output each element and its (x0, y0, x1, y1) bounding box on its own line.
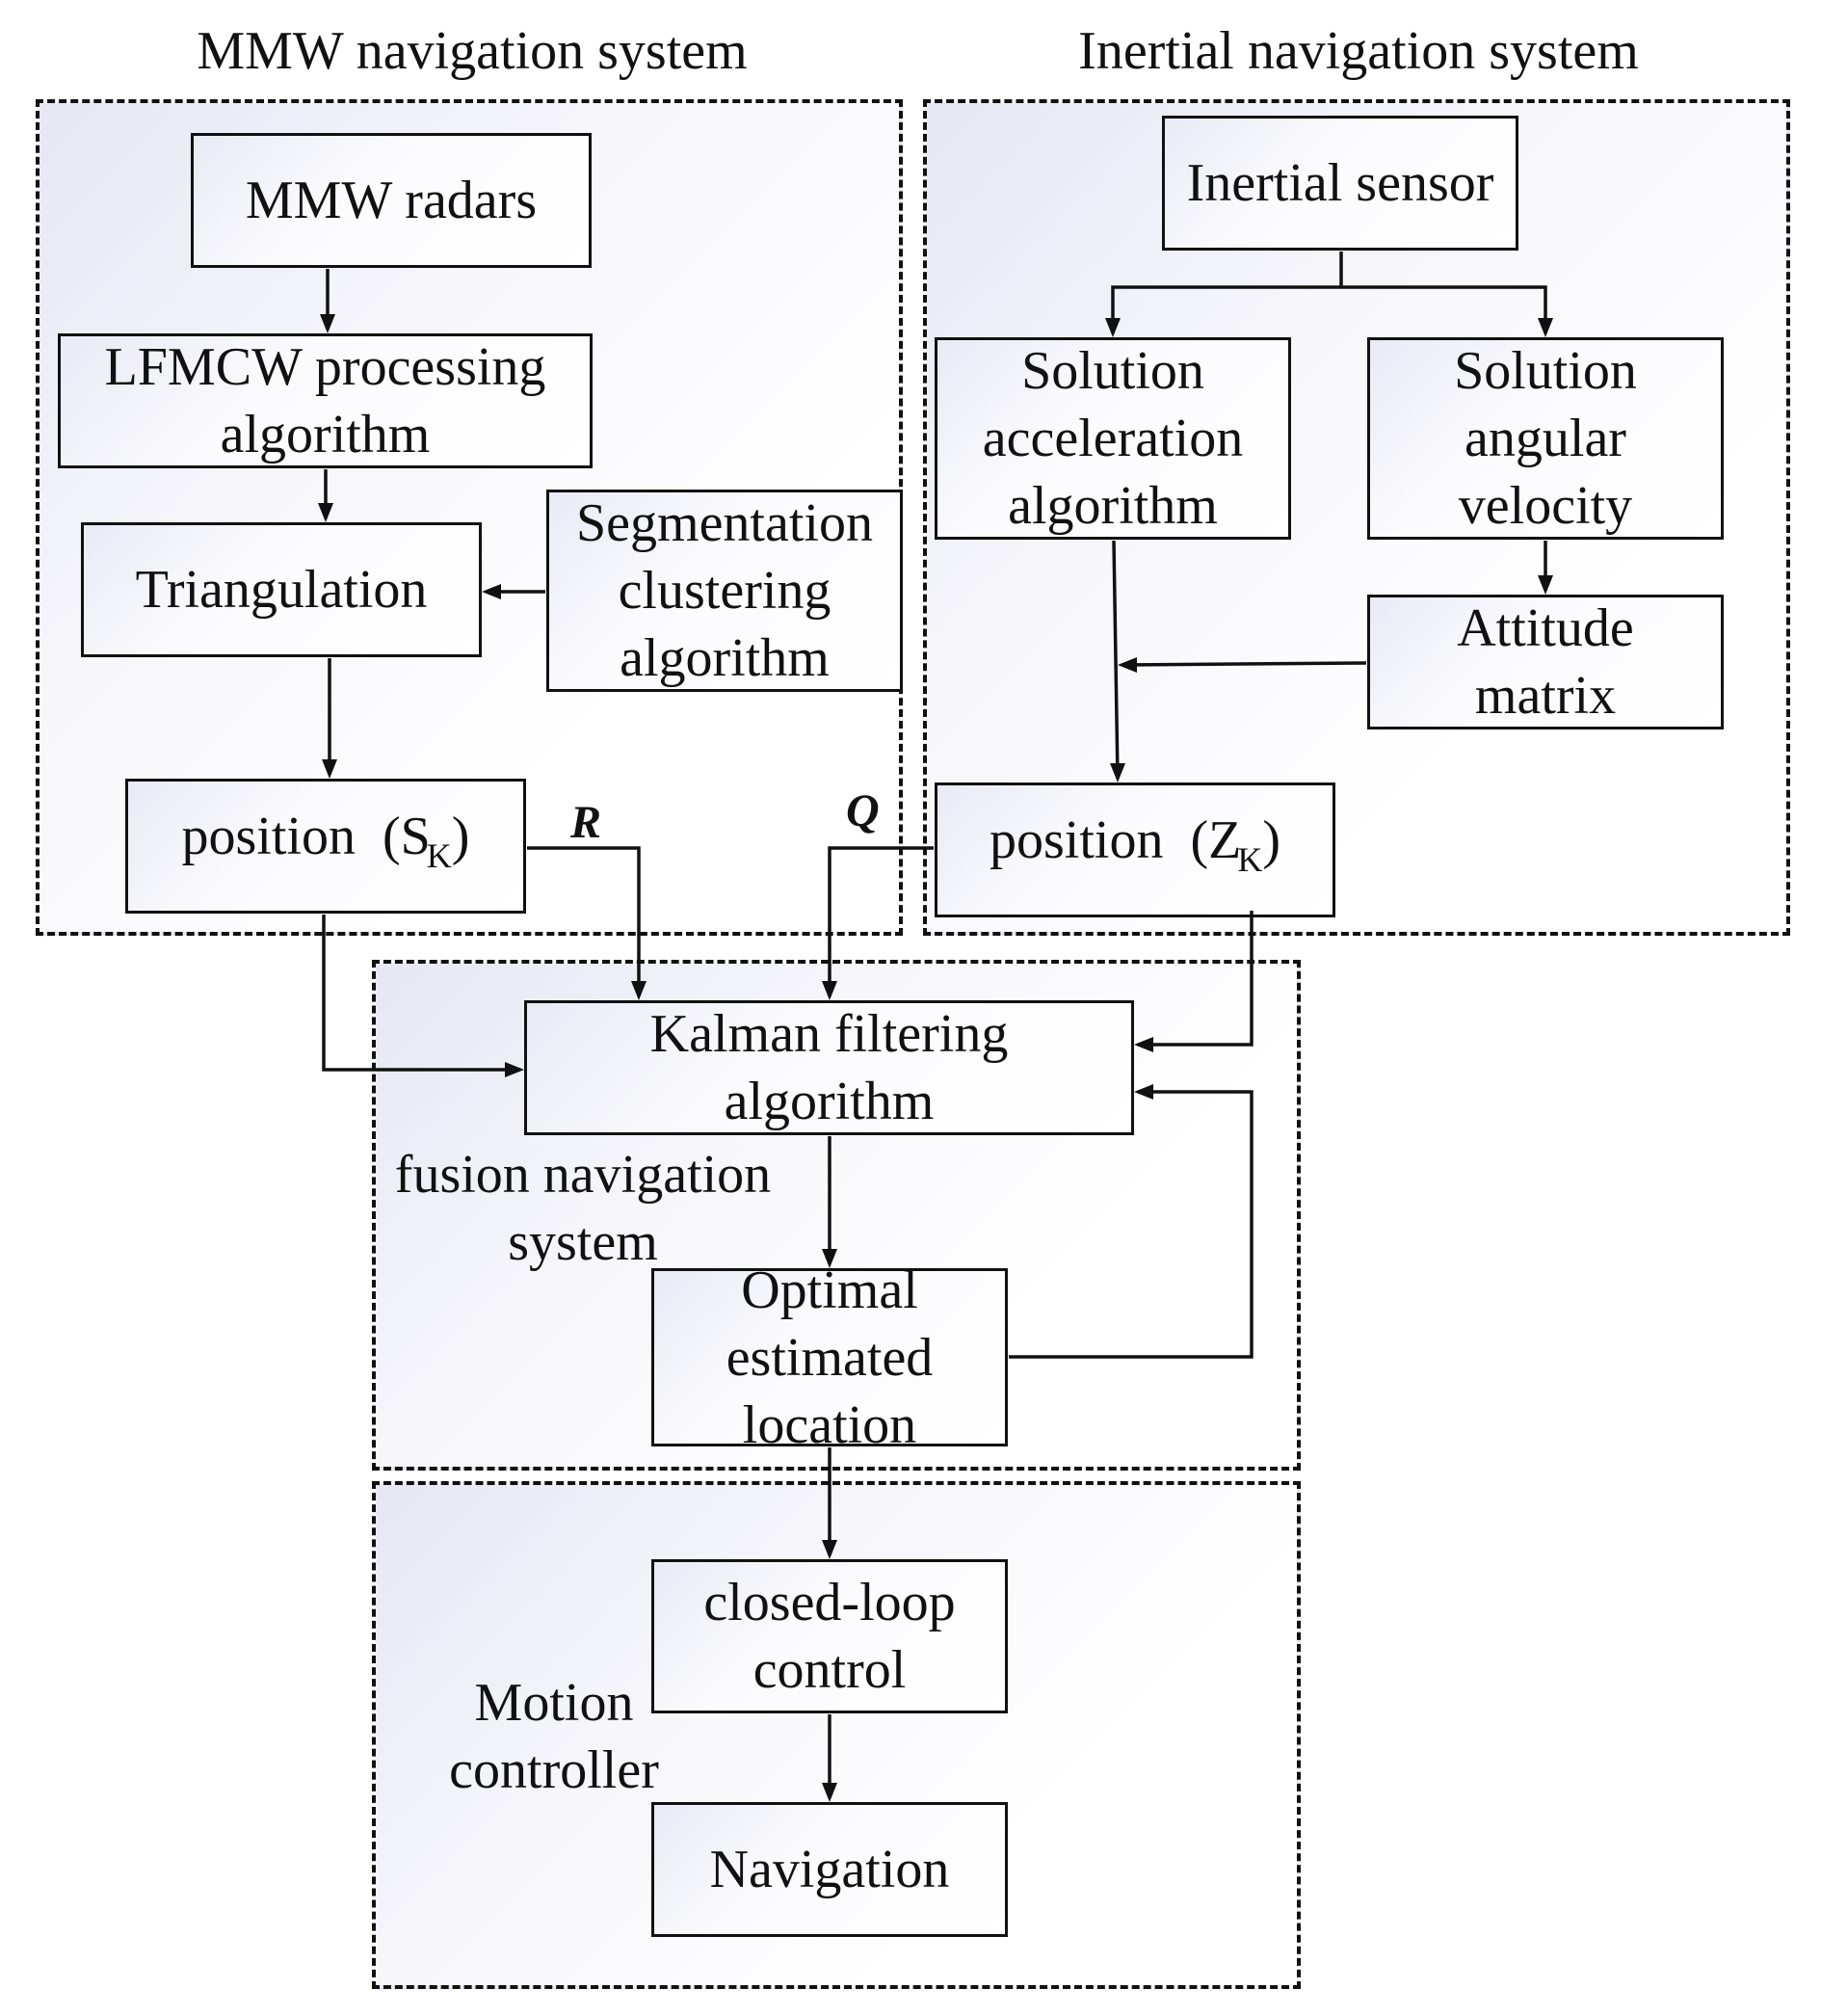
inertial-system-title: Inertial navigation system (1078, 21, 1639, 81)
arrowhead-closed-loop-navigation (822, 1783, 837, 1802)
acceleration-to-position-arrow (1112, 540, 1120, 780)
motion-label-line-2: controller (449, 1740, 659, 1800)
segmentation-line-2: clustering (618, 561, 831, 621)
kalman-line-2: algorithm (724, 1072, 935, 1131)
closed-loop-line-1: closed-loop (703, 1573, 956, 1632)
arrowhead-triangulation-position (322, 759, 337, 779)
attitude-to-flow-arrow (1121, 661, 1367, 667)
angular-velocity-box: Solution angular velocity (1367, 337, 1724, 540)
fusion-label-line-1: fusion navigation (394, 1145, 772, 1205)
arrowhead-attitude-flow (1118, 657, 1137, 673)
motion-label-line-1: Motion (474, 1673, 634, 1733)
attitude-line-1: Attitude (1457, 598, 1634, 658)
optimal-feedback-arrow (1009, 1090, 1254, 1359)
optimal-line-3: location (742, 1394, 917, 1455)
r-to-kalman-arrow (527, 846, 641, 996)
arrowhead-acceleration-position (1110, 763, 1125, 783)
optimal-line-2: estimated (726, 1327, 934, 1388)
inertial-position-to-kalman-arrow (1138, 911, 1254, 1047)
arrowhead-sensor-acceleration (1105, 318, 1121, 337)
inertial-position-label: position (ZK) (990, 810, 1280, 879)
navigation-box: Navigation (651, 1802, 1008, 1937)
navigation-label: Navigation (709, 1840, 950, 1899)
optimal-line-1: Optimal (741, 1260, 918, 1320)
acceleration-line-3: algorithm (1008, 476, 1218, 536)
mmw-position-to-kalman-arrow (322, 915, 520, 1072)
arrowhead-optimal-closed-loop (822, 1540, 837, 1559)
attitude-line-2: matrix (1474, 666, 1617, 726)
inertial-sensor-label: Inertial sensor (1186, 153, 1494, 213)
lfmcw-line-2: algorithm (220, 405, 431, 464)
acceleration-line-1: Solution (1021, 341, 1204, 401)
arrowhead-inertial-position-kalman (1134, 1037, 1153, 1052)
angular-line-1: Solution (1454, 341, 1637, 401)
segmentation-clustering-box: Segmentation clustering algorithm (546, 490, 903, 692)
triangulation-label: Triangulation (135, 560, 428, 620)
mmw-position-box: position (SK) (125, 779, 526, 914)
closed-loop-line-2: control (752, 1640, 907, 1700)
segmentation-line-1: Segmentation (576, 493, 873, 553)
q-edge-label: Q (846, 785, 880, 836)
angular-line-2: angular (1465, 409, 1626, 468)
fusion-system-label: fusion navigation system (381, 1141, 785, 1276)
closed-loop-control-box: closed-loop control (651, 1559, 1008, 1713)
fusion-label-line-2: system (508, 1212, 658, 1272)
arrowhead-mmw-position-kalman (505, 1062, 524, 1077)
acceleration-algorithm-box: Solution acceleration algorithm (935, 337, 1291, 540)
segmentation-line-3: algorithm (620, 628, 830, 688)
arrowhead-kalman-optimal (822, 1249, 837, 1268)
q-to-kalman-arrow (828, 846, 934, 996)
inertial-sensor-box: Inertial sensor (1162, 116, 1518, 251)
arrowhead-segmentation-triangulation (482, 584, 501, 599)
arrowhead-radars-lfmcw (320, 314, 335, 333)
arrowheads (318, 314, 1553, 1802)
mmw-position-label: position (SK) (181, 807, 470, 875)
mmw-system-title: MMW navigation system (197, 21, 748, 81)
arrowhead-sensor-angular (1538, 318, 1553, 337)
mmw-radars-label: MMW radars (245, 171, 538, 230)
lfmcw-processing-box: LFMCW processing algorithm (58, 333, 593, 468)
attitude-matrix-box: Attitude matrix (1367, 595, 1724, 729)
arrowhead-r-kalman (631, 981, 647, 1000)
mmw-radars-box: MMW radars (191, 133, 592, 268)
optimal-estimated-location-box: Optimal estimated location (651, 1260, 1008, 1455)
arrowhead-lfmcw-triangulation (318, 503, 333, 522)
kalman-line-1: Kalman filtering (649, 1004, 1009, 1064)
angular-line-3: velocity (1458, 476, 1633, 536)
kalman-filtering-box: Kalman filtering algorithm (524, 1000, 1134, 1135)
r-edge-label: R (570, 797, 602, 848)
acceleration-line-2: acceleration (982, 409, 1244, 468)
inertial-position-box: position (ZK) (935, 783, 1335, 917)
arrowhead-angular-attitude (1538, 575, 1553, 595)
arrowhead-q-kalman (822, 981, 837, 1000)
lfmcw-line-1: LFMCW processing (104, 337, 546, 397)
arrowhead-feedback-kalman (1134, 1084, 1153, 1100)
sensor-split-connector (1111, 252, 1547, 333)
motion-controller-label: Motion controller (424, 1669, 684, 1804)
triangulation-box: Triangulation (81, 522, 482, 657)
